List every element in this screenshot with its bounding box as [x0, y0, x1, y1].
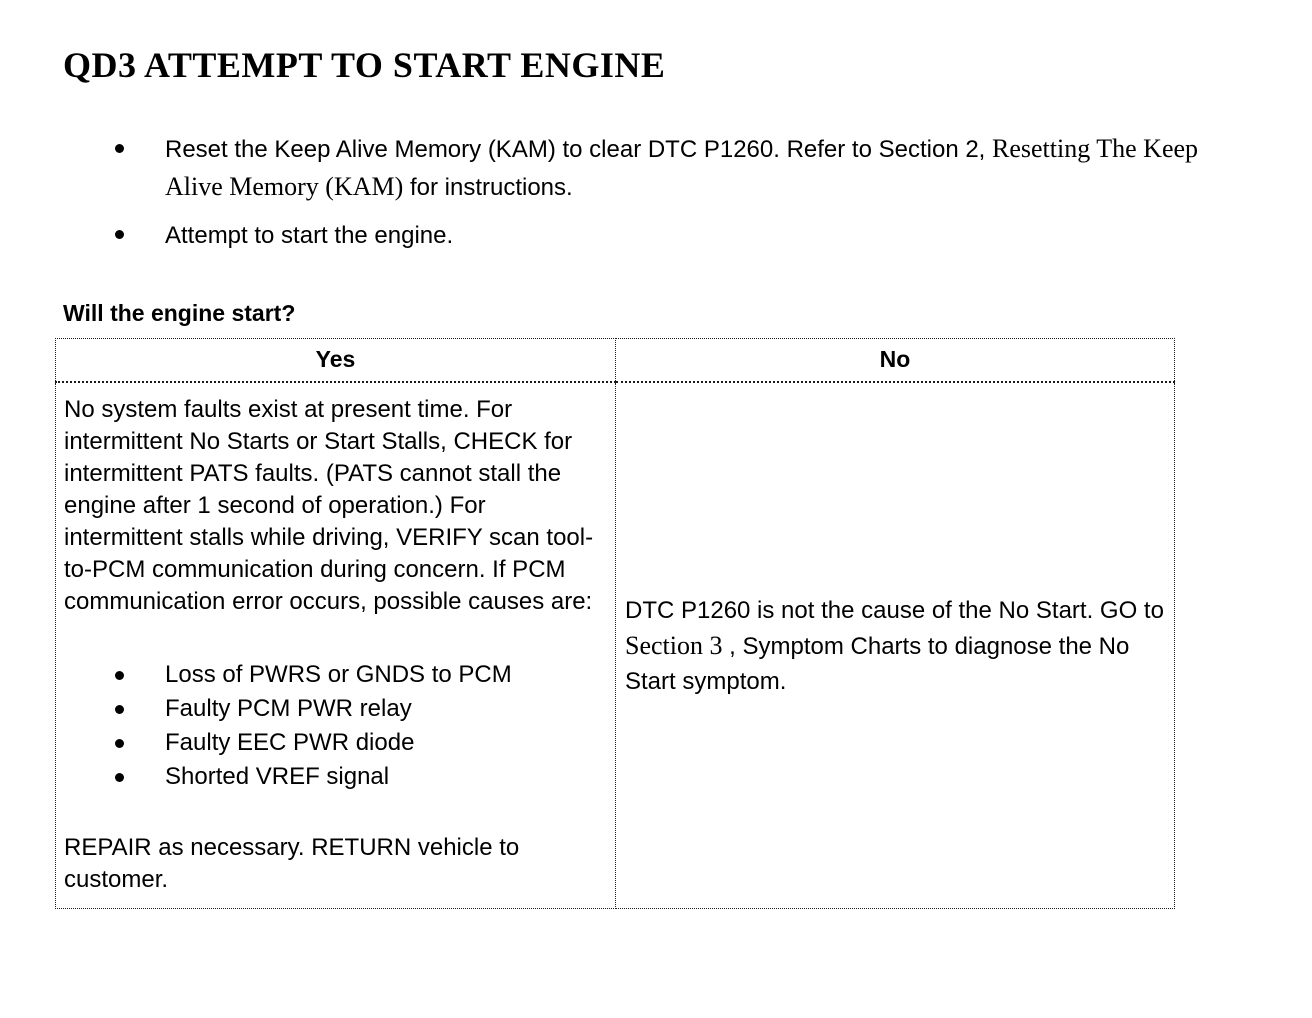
- cause-list-item: Faulty PCM PWR relay: [64, 692, 607, 726]
- question-label: Will the engine start?: [63, 299, 296, 326]
- intro-bullet-text-pre: Reset the Keep Alive Memory (KAM) to cle…: [165, 135, 993, 163]
- no-cell-text-post: , Symptom Charts to diagnose the No Star…: [625, 632, 1130, 695]
- bullet-icon: [115, 143, 124, 153]
- yes-cell: No system faults exist at present time. …: [55, 381, 616, 910]
- bullet-icon: [115, 705, 124, 715]
- cause-text: Faulty EEC PWR diode: [165, 729, 415, 757]
- cause-list-item: Shorted VREF signal: [64, 760, 607, 794]
- intro-bullet-item: Attempt to start the engine.: [63, 216, 1252, 254]
- cause-list-item: Loss of PWRS or GNDS to PCM: [64, 658, 607, 692]
- no-cell-text-pre: DTC P1260 is not the cause of the No Sta…: [625, 596, 1164, 624]
- cause-list-item: Faulty EEC PWR diode: [64, 726, 607, 760]
- decision-table: Yes No No system faults exist at present…: [55, 337, 1175, 910]
- cause-list: Loss of PWRS or GNDS to PCM Faulty PCM P…: [64, 658, 607, 794]
- yes-cell-footer: REPAIR as necessary. RETURN vehicle to c…: [64, 834, 520, 894]
- bullet-icon: [115, 739, 124, 749]
- intro-bullet-text: Reset the Keep Alive Memory (KAM) to cle…: [165, 130, 1252, 206]
- section-reference: Section 3: [625, 630, 723, 660]
- section-reference: Resetting The Keep Alive Memory (KAM): [165, 133, 1199, 201]
- bullet-icon: [115, 229, 124, 239]
- no-cell: DTC P1260 is not the cause of the No Sta…: [615, 381, 1175, 910]
- cause-text: Shorted VREF signal: [165, 763, 390, 791]
- bullet-icon: [115, 671, 124, 681]
- page-title: QD3 ATTEMPT TO START ENGINE: [63, 45, 666, 85]
- table-header-no: No: [615, 337, 1175, 384]
- cause-text: Faulty PCM PWR relay: [165, 695, 412, 723]
- no-cell-paragraph: DTC P1260 is not the cause of the No Sta…: [625, 593, 1166, 699]
- cause-text: Loss of PWRS or GNDS to PCM: [165, 661, 512, 689]
- intro-bullet-text: Attempt to start the engine.: [165, 216, 1252, 254]
- yes-cell-paragraph: No system faults exist at present time. …: [64, 396, 594, 616]
- table-header-yes: Yes: [55, 337, 616, 384]
- intro-bullet-text-pre: Attempt to start the engine.: [165, 221, 454, 249]
- intro-bullet-list: Reset the Keep Alive Memory (KAM) to cle…: [63, 130, 1252, 254]
- bullet-icon: [115, 773, 124, 783]
- intro-bullet-item: Reset the Keep Alive Memory (KAM) to cle…: [63, 130, 1252, 206]
- intro-bullet-text-post: for instructions.: [403, 173, 573, 201]
